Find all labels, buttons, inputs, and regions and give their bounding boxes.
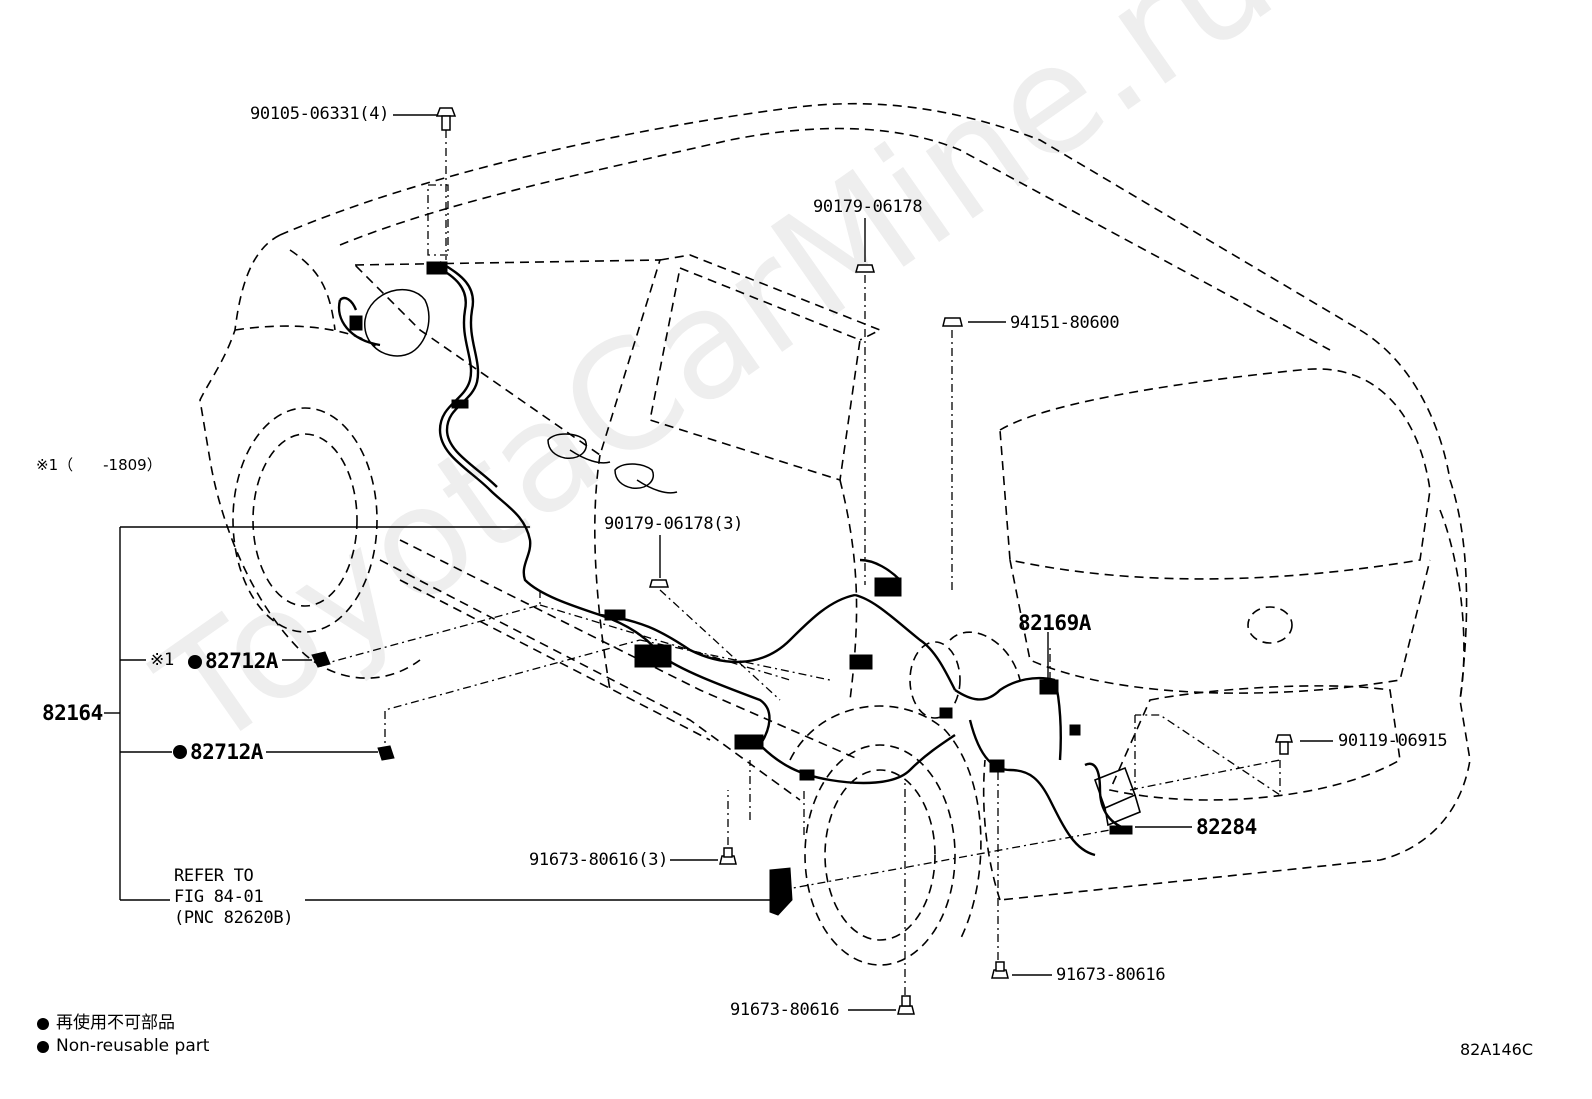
callout-clip-top: 90179-06178: [813, 197, 923, 217]
callout-bolt-right: 90119-06915: [1338, 731, 1448, 751]
connector-top: [426, 261, 448, 275]
nonreusable-dot-1: [188, 655, 202, 669]
diagram-code: 82A146C: [1460, 1040, 1534, 1059]
callout-bolt-top: 90105-06331(4): [250, 104, 390, 124]
callout-harness-main: 82164: [42, 701, 103, 725]
door-handle-rear: [614, 463, 654, 489]
callout-clamp-a2: 82712A: [190, 740, 263, 764]
front-window: [353, 259, 662, 457]
clamp-a2-icon: [377, 745, 395, 761]
rear-window: [649, 266, 861, 482]
legend-jp: 再使用不可部品: [56, 1013, 175, 1033]
bolt-right-icon: [1275, 734, 1293, 743]
bracket-icon: [769, 867, 793, 916]
legend-en: Non-reusable part: [56, 1036, 210, 1056]
callout-wire-rear: 82169A: [1018, 611, 1091, 635]
refer-line-1: REFER TO: [174, 866, 254, 886]
bolt-bc-icon: [897, 1005, 915, 1015]
clamp-a1-icon: [311, 651, 331, 668]
clip-top-icon: [855, 264, 875, 273]
nut-right-icon: [942, 317, 963, 327]
callout-clamp-star: ※1: [150, 650, 174, 670]
front-body: [199, 234, 421, 679]
rear-wheel: [804, 744, 956, 966]
tailgate: [1009, 559, 1431, 694]
bolt-top-icon: [435, 107, 457, 117]
battery-cable-82284: [1084, 762, 1131, 832]
clip-mid-icon: [649, 579, 669, 588]
callout-bolt-bottom-left: 91673-80616(3): [529, 850, 669, 870]
wire-82169A: [954, 676, 1056, 701]
range-note: ※1（ -1809）: [36, 456, 162, 474]
callout-bolt-bottom-center: 91673-80616: [730, 1000, 840, 1020]
wire-harness-82164: [434, 264, 771, 746]
side-mirror: [364, 289, 430, 357]
callout-clamp-a1: 82712A: [205, 649, 278, 673]
callout-clip-mid: 90179-06178(3): [604, 514, 744, 534]
roof-outline: [279, 102, 1361, 331]
nonreusable-dot-2: [173, 745, 187, 759]
callout-bolt-bottom-right: 91673-80616: [1056, 965, 1166, 985]
legend-dot-jp: [37, 1018, 49, 1030]
rear-body: [999, 329, 1471, 901]
callout-battery-cable: 82284: [1196, 815, 1257, 839]
legend-dot-en: [37, 1041, 49, 1053]
front-wheel: [232, 407, 378, 633]
callout-nut-right: 94151-80600: [1010, 313, 1120, 333]
door-handle-front: [547, 433, 587, 459]
refer-line-2: FIG 84-01: [174, 887, 264, 907]
refer-line-3: (PNC 82620B): [174, 908, 294, 928]
